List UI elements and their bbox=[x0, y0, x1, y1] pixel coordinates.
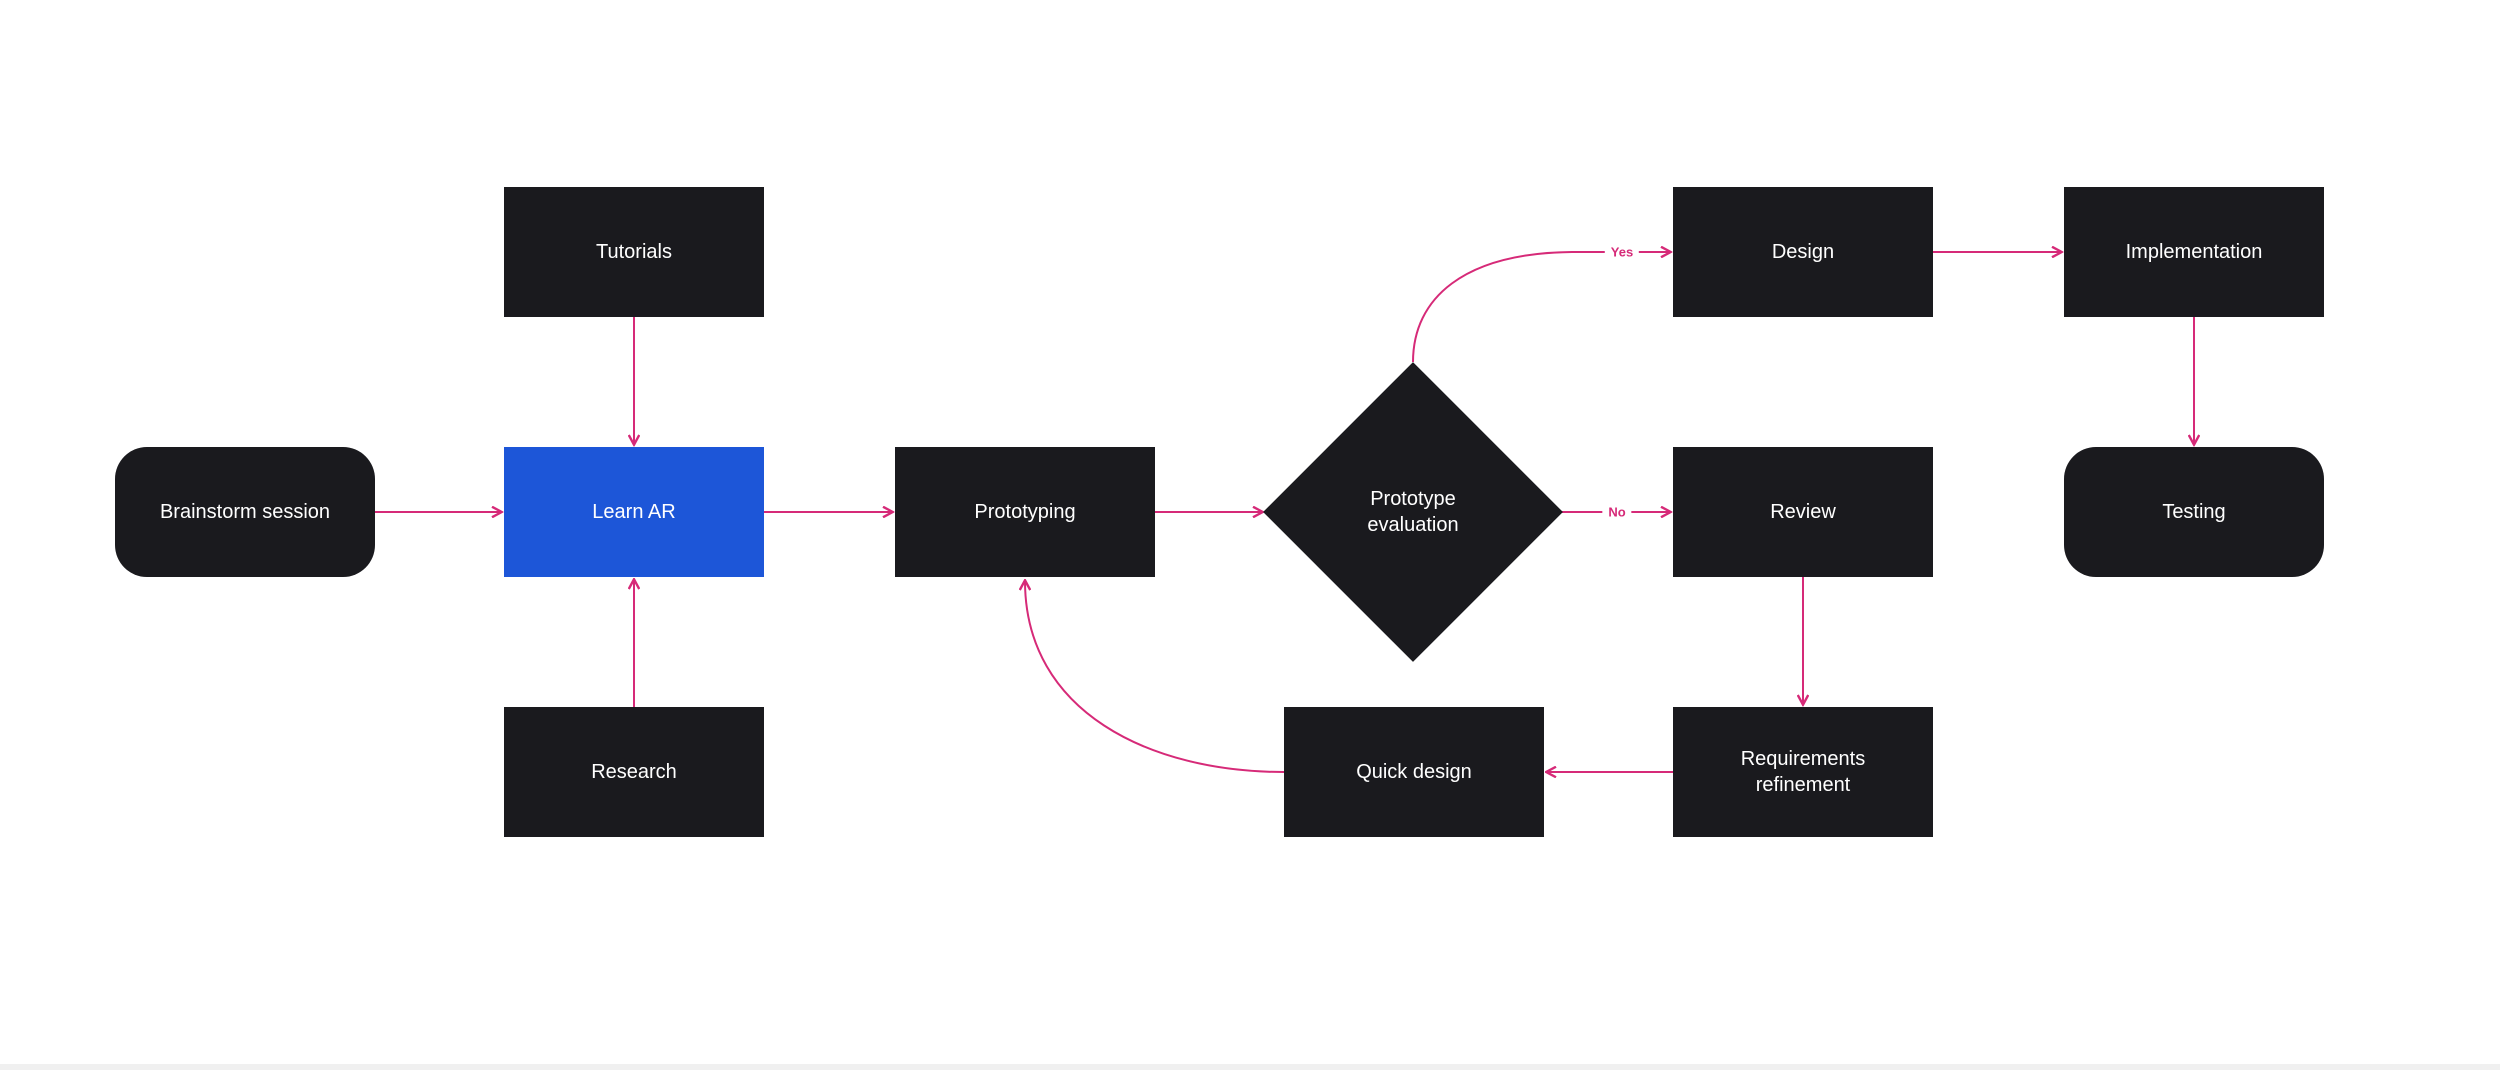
edge-label-yes: Yes bbox=[1604, 244, 1640, 260]
node-label: Testing bbox=[2162, 501, 2226, 523]
edge-evaluation-yes-to-design bbox=[1412, 252, 1670, 363]
node-label: Design bbox=[1771, 241, 1835, 263]
node-tutorials[interactable]: Tutorials bbox=[504, 187, 764, 317]
node-requirements-refinement[interactable]: Requirements refinement bbox=[1673, 707, 1933, 837]
edge-label-no: No bbox=[1602, 504, 1632, 520]
node-implementation[interactable]: Implementation bbox=[2064, 187, 2324, 317]
edge-quick-design-to-prototyping bbox=[1025, 581, 1285, 773]
node-prototype-evaluation-label: Prototype evaluation bbox=[1367, 488, 1459, 536]
canvas-bottom-border bbox=[0, 1064, 2500, 1070]
node-label: Learn AR bbox=[592, 501, 676, 523]
node-label: Review bbox=[1770, 501, 1836, 523]
node-learn-ar[interactable]: Learn AR bbox=[504, 447, 764, 577]
node-quick-design[interactable]: Quick design bbox=[1284, 707, 1544, 837]
node-label: Requirements refinement bbox=[1740, 748, 1866, 796]
node-brainstorm-session[interactable]: Brainstorm session bbox=[115, 447, 375, 577]
node-research[interactable]: Research bbox=[504, 707, 764, 837]
node-label: Tutorials bbox=[596, 241, 672, 263]
node-label: Research bbox=[591, 761, 677, 783]
node-label: Quick design bbox=[1356, 761, 1472, 783]
node-label: Implementation bbox=[2125, 241, 2263, 263]
node-label: Prototyping bbox=[974, 501, 1076, 523]
node-label: Brainstorm session bbox=[159, 501, 331, 523]
node-review[interactable]: Review bbox=[1673, 447, 1933, 577]
node-prototyping[interactable]: Prototyping bbox=[895, 447, 1155, 577]
node-design[interactable]: Design bbox=[1673, 187, 1933, 317]
node-testing[interactable]: Testing bbox=[2064, 447, 2324, 577]
